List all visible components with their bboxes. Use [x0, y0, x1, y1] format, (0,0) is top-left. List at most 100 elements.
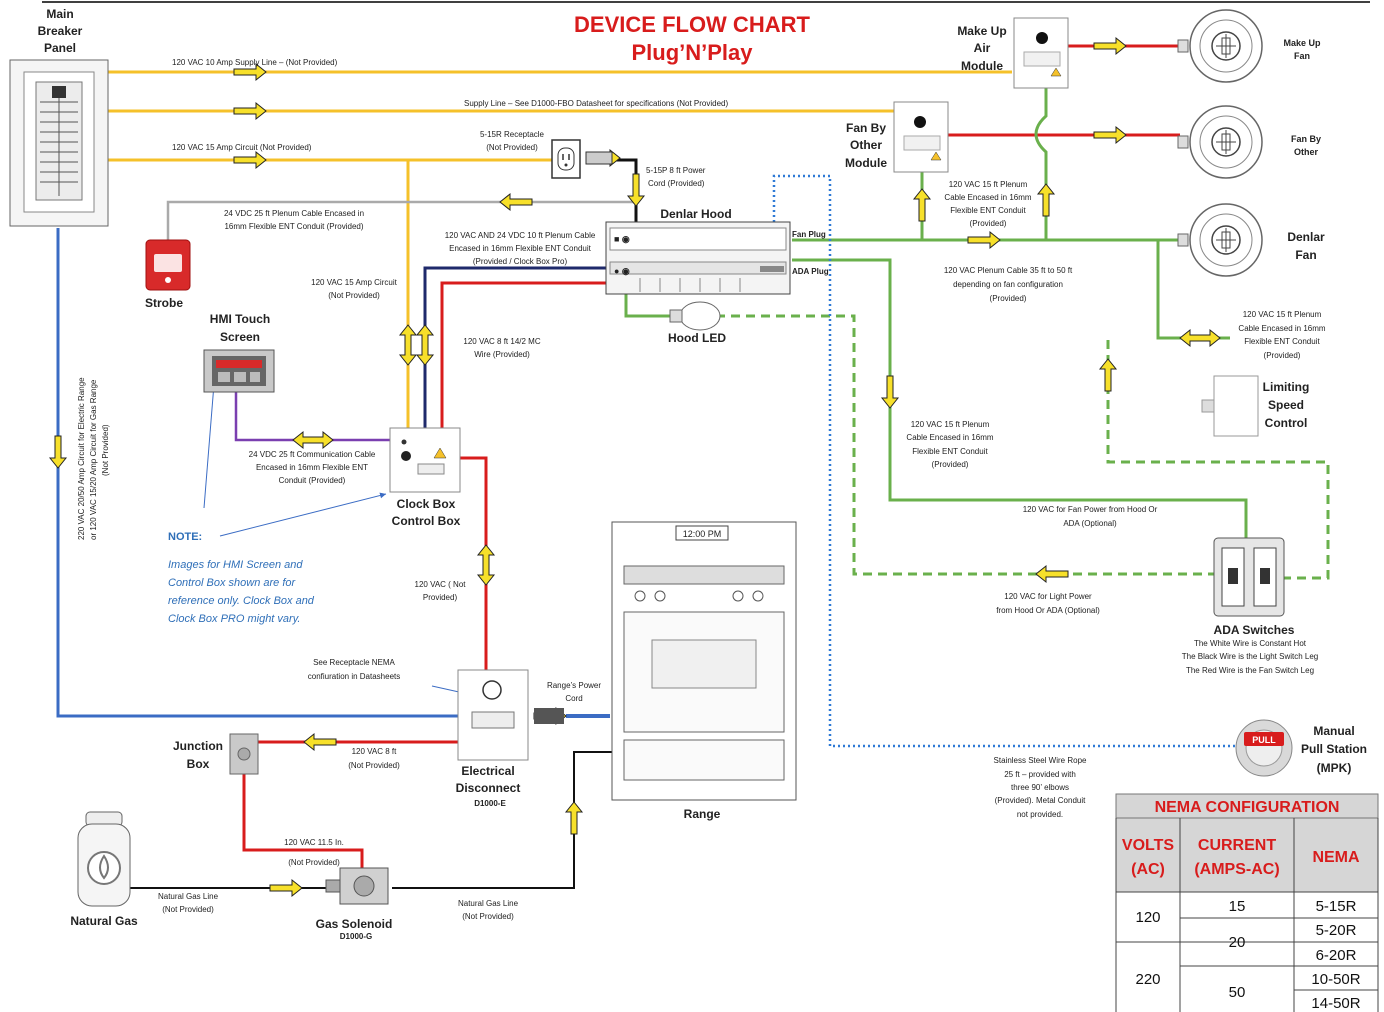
flow-arrow-0 [233, 62, 267, 82]
note-line-1: Images for HMI Screen and [168, 559, 303, 571]
solenoid-wire [242, 770, 364, 870]
clock-box-label-2: Control Box [392, 514, 461, 528]
label-solenoid-wire-2: (Not Provided) [288, 858, 340, 867]
ada-loop-wire [1106, 340, 1330, 580]
fan-by-other-device [1177, 105, 1263, 179]
range-label: Range [684, 807, 721, 821]
nema-table-title: NEMA CONFIGURATION [1155, 799, 1340, 816]
label-gas-in-2: (Not Provided) [162, 905, 214, 914]
manual-pull-station-device: PULL [1235, 719, 1293, 777]
title-line-1: DEVICE FLOW CHART [574, 12, 810, 37]
label-comm-cable-2: Encased in 16mm Flexible ENT [256, 463, 368, 472]
label-plenum-1: 120 VAC Plenum Cable 35 ft to 50 ft [944, 266, 1073, 275]
label-range-circuit-1: 220 VAC 20/50 Amp Circuit for Electric R… [77, 377, 86, 540]
flow-arrow-15 [912, 188, 932, 222]
hood-led-label: Hood LED [668, 331, 726, 345]
pull-station-label-3: (MPK) [1317, 761, 1352, 775]
label-receptacle-nema-2: confiuration in Datasheets [308, 672, 401, 681]
receptacle-device [551, 139, 613, 179]
pull-label: PULL [1252, 735, 1276, 745]
denlar-hood-device: ■ ◉ ● ◉ [605, 221, 791, 295]
pull-station-label-2: Pull Station [1301, 742, 1367, 756]
make-up-air-module-label-2: Air [974, 41, 991, 55]
hmi-label-1: HMI Touch [210, 312, 270, 326]
label-plenum-2: depending on fan configuration [953, 280, 1063, 289]
label-fan-module-3: Flexible ENT Conduit [950, 206, 1026, 215]
fan-power-ada-wire [792, 258, 1248, 540]
main-breaker-panel-label-1: Main [46, 7, 73, 21]
pull-station-label-1: Manual [1313, 724, 1354, 738]
clock-box-label-1: Clock Box [397, 497, 456, 511]
nema-header-volts-1: VOLTS [1122, 837, 1174, 854]
hood-power-wire [440, 281, 608, 430]
natural-gas-label: Natural Gas [70, 914, 138, 928]
power-cord-wire [612, 158, 638, 222]
label-wire-rope-5: not provided. [1017, 810, 1063, 819]
label-mc-wire-1: 120 VAC 8 ft 14/2 MC [463, 337, 540, 346]
nema-10-50r: 10-50R [1311, 971, 1360, 988]
label-comm-cable-1: 24 VDC 25 ft Communication Cable [249, 450, 376, 459]
hood-signal-wire [423, 266, 608, 430]
electrical-disconnect-device [457, 669, 564, 761]
nema-header-current-1: CURRENT [1198, 837, 1276, 854]
label-supply-line: Supply Line – See D1000-FBO Datasheet fo… [464, 99, 728, 108]
nema-volts-220: 220 [1135, 971, 1160, 988]
label-hood-ada-2: Cable Encased in 16mm [906, 433, 993, 442]
hood-led-wire [624, 290, 676, 318]
title-line-2: Plug’N’Play [631, 40, 753, 65]
disconnect-label-1: Electrical [461, 764, 514, 778]
label-junction-wire-1: 120 VAC 8 ft [352, 747, 398, 756]
ada-switches-device [1213, 537, 1285, 617]
label-fan-power-ada-1: 120 VAC for Fan Power from Hood Or [1023, 505, 1158, 514]
nema-table: NEMA CONFIGURATION VOLTS (AC) CURRENT (A… [1115, 793, 1379, 1012]
limiting-label-3: Control [1265, 416, 1308, 430]
nema-5-15r: 5-15R [1316, 898, 1357, 915]
make-up-air-module-label-1: Make Up [957, 24, 1006, 38]
fan-by-other-module-device [893, 101, 949, 173]
nema-5-20r: 5-20R [1316, 922, 1357, 939]
label-junction-wire-2: (Not Provided) [348, 761, 400, 770]
make-up-air-module-device [1013, 17, 1069, 89]
label-solenoid-wire-1: 120 VAC 11.5 In. [284, 838, 344, 847]
flow-arrow-22 [1035, 564, 1069, 584]
flow-arrow-3 [499, 192, 533, 212]
denlar-fan-device [1177, 203, 1263, 277]
label-light-power-ada-1: 120 VAC for Light Power [1004, 592, 1092, 601]
denlar-fan-label-2: Fan [1295, 248, 1316, 262]
flow-arrow-6 [398, 324, 418, 366]
ada-note-1: The White Wire is Constant Hot [1194, 639, 1307, 648]
comm-cable [234, 392, 392, 442]
gas-solenoid-device [325, 867, 389, 905]
make-up-fan-device [1177, 9, 1263, 83]
label-power-cord-2: Cord (Provided) [648, 179, 705, 188]
label-wire-rope-3: three 90’ elbows [1011, 783, 1069, 792]
fan-by-other-module-label-1: Fan By [846, 121, 886, 135]
flow-arrow-10 [303, 732, 337, 752]
fan-plug-label: Fan Plug [792, 230, 826, 239]
label-wire-rope-4: (Provided). Metal Conduit [995, 796, 1086, 805]
disconnect-label-2: Disconnect [456, 781, 521, 795]
flow-arrow-12 [564, 801, 584, 835]
light-power-ada-wire [716, 314, 1214, 576]
label-hood-cable-3: (Provided / Clock Box Pro) [473, 257, 568, 266]
range-circuit-wire [56, 228, 460, 718]
limiting-label-2: Speed [1268, 398, 1304, 412]
nema-header-current-2: (AMPS-AC) [1194, 861, 1279, 878]
label-supply-10a: 120 VAC 10 Amp Supply Line – (Not Provid… [172, 58, 338, 67]
label-strobe-cable-1: 24 VDC 25 ft Plenum Cable Encased in [224, 209, 364, 218]
flow-arrow-2 [233, 150, 267, 170]
label-circuit-15a: 120 VAC 15 Amp Circuit (Not Provided) [172, 143, 312, 152]
nema-14-50r: 14-50R [1311, 995, 1360, 1012]
label-gas-out-1: Natural Gas Line [458, 899, 519, 908]
note-line-3: reference only. Clock Box and [168, 595, 315, 607]
main-breaker-panel-label-3: Panel [44, 41, 76, 55]
wire-rope [772, 174, 1240, 748]
denlar-fan-label-1: Denlar [1287, 230, 1325, 244]
flow-arrow-18 [1093, 125, 1127, 145]
label-fan-power-ada-2: ADA (Optional) [1063, 519, 1117, 528]
ada-note-2: The Black Wire is the Light Switch Leg [1182, 652, 1319, 661]
note-line-2: Control Box shown are for [168, 577, 297, 589]
flow-arrow-14 [967, 230, 1001, 250]
label-hood-ada-3: Flexible ENT Conduit [912, 447, 988, 456]
limiting-label-1: Limiting [1263, 380, 1310, 394]
